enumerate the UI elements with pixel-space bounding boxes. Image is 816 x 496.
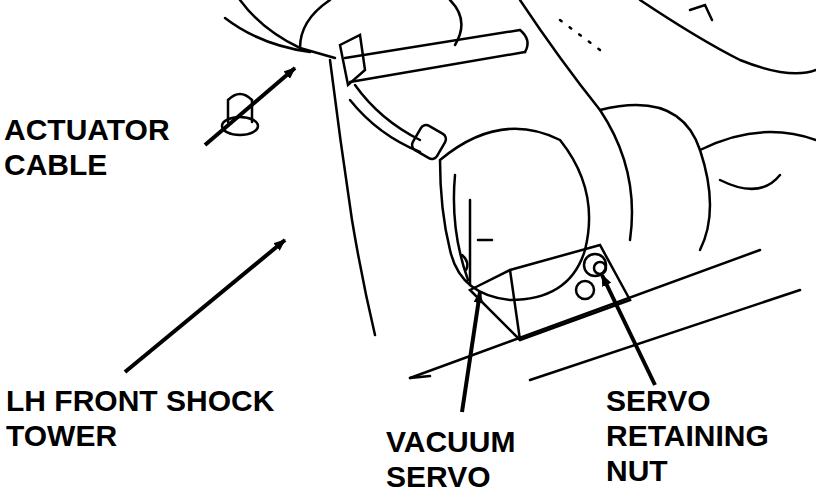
part-label: VACUUM SERVO	[386, 424, 556, 494]
part-label: SERVO RETAINING NUT	[606, 383, 806, 488]
part-label: LH FRONT SHOCK TOWER	[6, 383, 276, 453]
part-label: ACTUATOR CABLE	[4, 112, 194, 182]
